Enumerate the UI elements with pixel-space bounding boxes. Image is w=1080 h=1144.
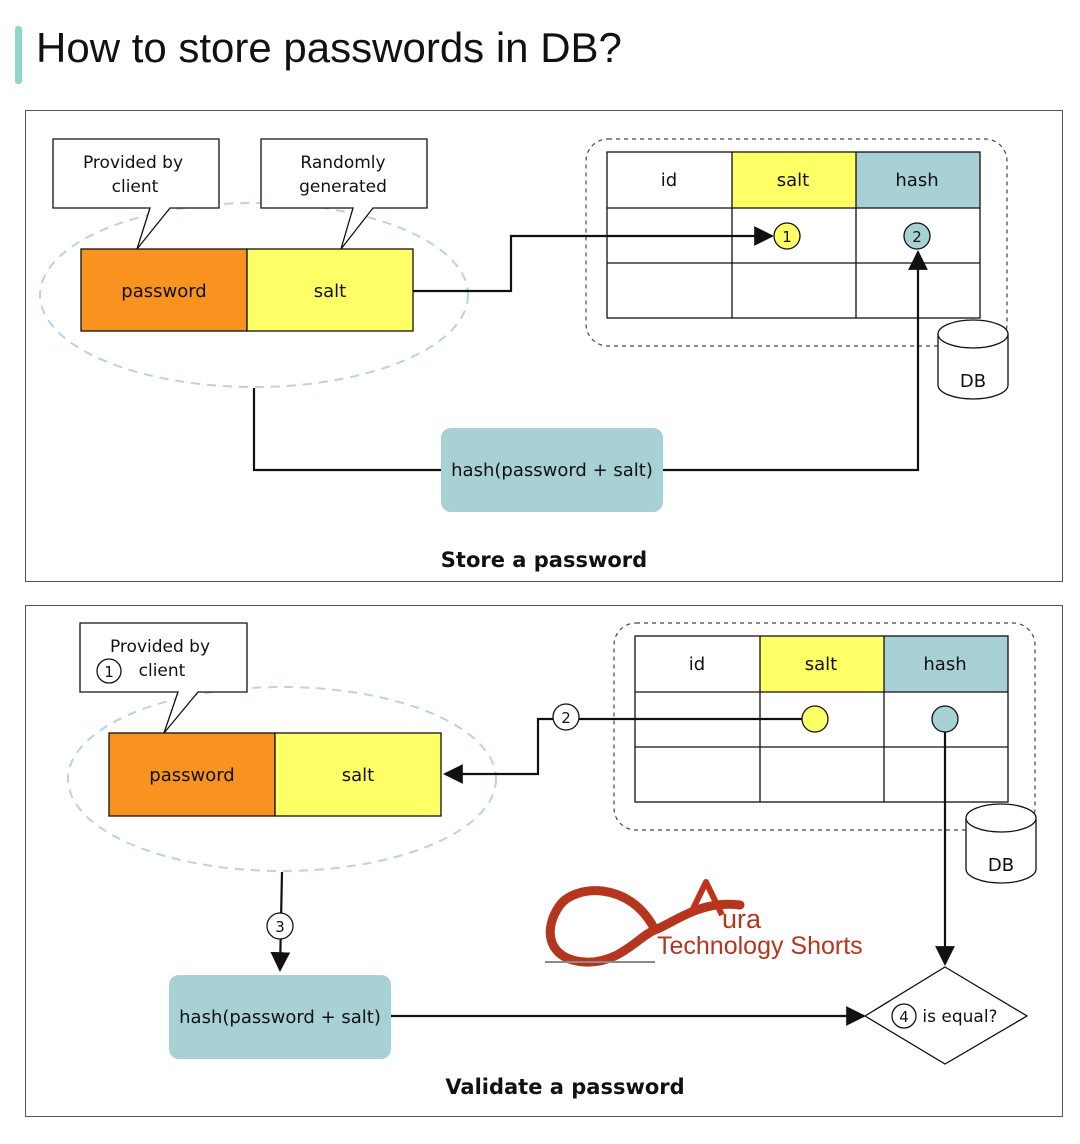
title-accent-bar	[15, 26, 22, 84]
callout-provided-by-client: Provided by 1 client	[79, 622, 248, 734]
salt-cell-dot	[801, 705, 829, 733]
step-number: 4	[899, 1008, 909, 1026]
input-group-ellipse	[39, 202, 469, 388]
step-number: 2	[561, 709, 571, 727]
hash-function-box	[169, 975, 391, 1059]
salt-block	[274, 732, 442, 817]
salt-read-arrow	[443, 717, 802, 784]
step-4-marker	[891, 1003, 917, 1029]
decision-label: is equal?	[922, 1007, 997, 1027]
callout-text: client	[112, 177, 159, 197]
hash-function-box	[441, 428, 663, 512]
callout-text: Provided by	[110, 637, 210, 657]
watermark-text: Technology Shorts	[657, 932, 863, 960]
store-caption: Store a password	[441, 548, 647, 572]
column-header-hash: hash	[923, 654, 966, 675]
watermark-text: ura	[722, 904, 762, 934]
validate-caption: Validate a password	[445, 1075, 684, 1099]
store-password-panel	[25, 110, 1063, 582]
step-1-marker	[96, 658, 122, 684]
db-cylinder-icon	[965, 803, 1037, 884]
hash-to-table-arrow	[663, 250, 928, 472]
db-label: DB	[988, 855, 1014, 876]
callout-text: generated	[299, 177, 387, 197]
callout-text: Provided by	[83, 153, 183, 173]
callout-text: Randomly	[300, 153, 385, 173]
input-to-hash-line	[252, 388, 441, 472]
hash-function-label: hash(password + salt)	[451, 460, 653, 481]
db-label: DB	[960, 371, 986, 392]
step-number: 1	[782, 228, 792, 246]
step-1-marker	[773, 222, 801, 250]
column-header-salt: salt	[777, 170, 809, 191]
callout-randomly-generated: Randomly generated	[260, 138, 428, 250]
callout-provided-by-client: Provided by client	[52, 138, 220, 250]
password-label: password	[149, 765, 234, 786]
column-header-hash: hash	[895, 170, 938, 191]
salt-to-table-arrow	[413, 226, 774, 293]
callout-text: client	[139, 661, 186, 681]
hash-cell-dot	[931, 705, 959, 733]
is-equal-decision	[863, 966, 1029, 1065]
step-2-marker	[903, 222, 931, 250]
column-header-id: id	[661, 170, 677, 191]
salt-block	[246, 248, 414, 332]
input-group-ellipse	[67, 686, 497, 872]
hash-function-label: hash(password + salt)	[179, 1007, 381, 1028]
step-number: 3	[275, 918, 285, 936]
page-title: How to store passwords in DB?	[36, 24, 622, 71]
password-label: password	[121, 281, 206, 302]
salt-label: salt	[342, 765, 374, 786]
step-3-marker	[266, 912, 294, 940]
db-cylinder-icon	[937, 319, 1009, 400]
validate-password-panel	[25, 605, 1063, 1117]
step-2-marker	[552, 703, 580, 731]
db-table	[634, 635, 1009, 803]
column-header-id: id	[689, 654, 705, 675]
column-header-salt: salt	[805, 654, 837, 675]
password-block	[108, 732, 276, 817]
watermark-logo: ura Technology Shorts	[545, 879, 863, 967]
salt-label: salt	[314, 281, 346, 302]
step-number: 1	[104, 663, 114, 681]
step-number: 2	[912, 228, 922, 246]
